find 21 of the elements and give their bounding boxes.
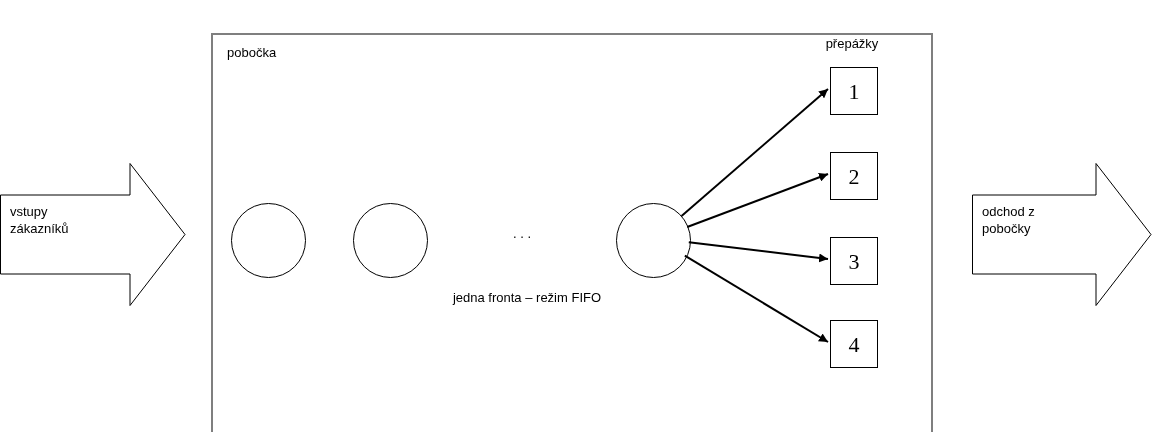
ellipsis-label: . . . [511,225,533,243]
counter-number: 2 [848,162,860,191]
arrow [680,88,829,218]
branch-frame [211,33,933,432]
block-arrow [0,163,186,306]
arrow-label: odchod z pobočky [982,203,1036,237]
arrow [683,254,829,343]
block-arrow [972,163,1152,306]
counter-box [830,152,878,200]
arrow [686,172,829,228]
counter-number: 4 [848,330,860,359]
text-label: jedna fronta – režim FIFO [451,289,603,307]
counter-box [830,237,878,285]
counter-box [830,320,878,368]
counter-number: 3 [848,247,860,276]
frame-title: pobočka [227,44,277,62]
arrow [687,241,829,263]
counter-box [830,67,878,115]
arrow-label: vstupy zákazníků [10,203,70,237]
text-label: přepážky [824,35,880,53]
counter-number: 1 [848,77,860,106]
